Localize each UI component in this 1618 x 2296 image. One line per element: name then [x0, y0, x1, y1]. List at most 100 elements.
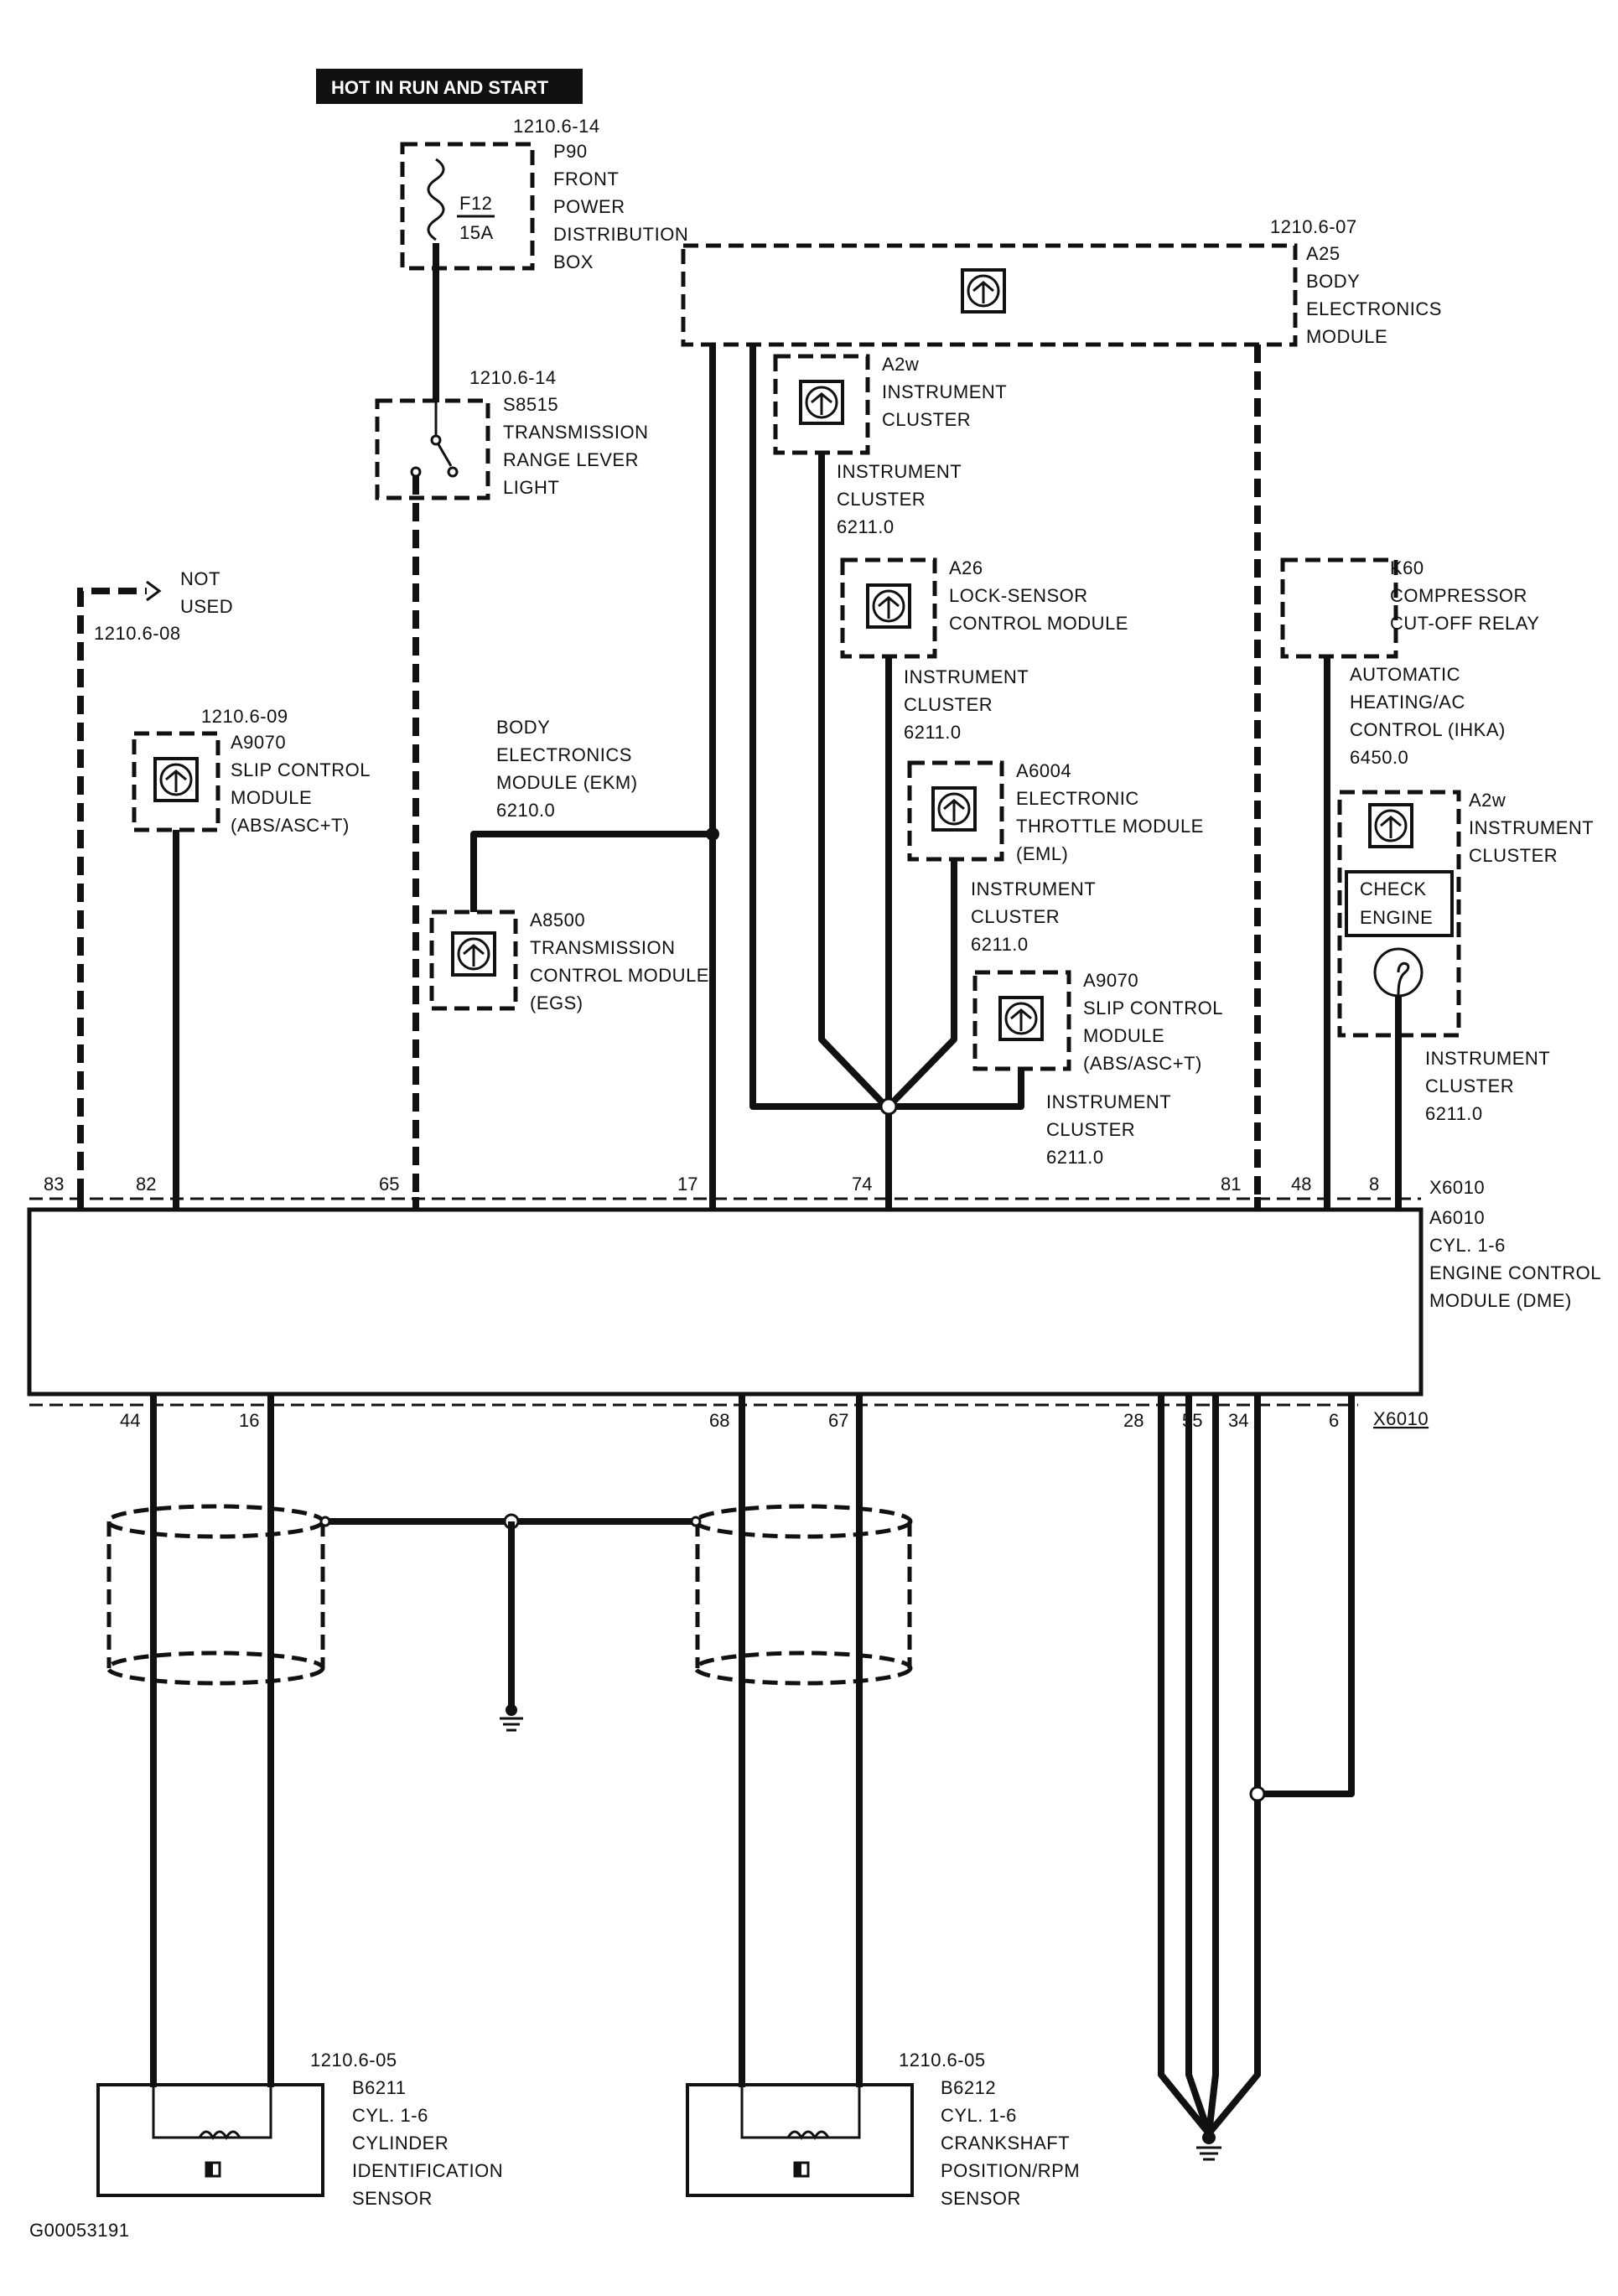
svg-text:SENSOR: SENSOR — [352, 2188, 433, 2209]
svg-text:A8500: A8500 — [530, 910, 585, 930]
svg-text:FRONT: FRONT — [553, 168, 619, 189]
svg-text:SLIP CONTROL: SLIP CONTROL — [1083, 998, 1223, 1018]
ekm-wire-label: BODY ELECTRONICS MODULE (EKM) 6210.0 — [496, 717, 638, 821]
svg-text:HOT IN RUN AND START: HOT IN RUN AND START — [331, 77, 549, 98]
svg-text:1210.6-14: 1210.6-14 — [513, 116, 600, 137]
shield-terminal — [690, 1516, 702, 1527]
svg-text:CRANKSHAFT: CRANKSHAFT — [941, 2133, 1070, 2153]
top-pin-label: 81 — [1221, 1174, 1241, 1195]
body-electronics-module: 1210.6-07 A25 BODY ELECTRONICS MODULE — [681, 216, 1441, 347]
svg-text:B6212: B6212 — [941, 2077, 996, 2098]
svg-text:THROTTLE MODULE: THROTTLE MODULE — [1016, 816, 1204, 837]
bottom-pin-label: 28 — [1123, 1410, 1143, 1431]
bottom-pin-label: 34 — [1228, 1410, 1248, 1431]
svg-text:1210.6-08: 1210.6-08 — [94, 623, 181, 644]
svg-text:BODY: BODY — [496, 717, 550, 738]
svg-text:INSTRUMENT: INSTRUMENT — [904, 666, 1029, 687]
svg-text:INSTRUMENT: INSTRUMENT — [882, 381, 1007, 402]
svg-text:BOX: BOX — [553, 251, 594, 272]
svg-text:CLUSTER: CLUSTER — [1469, 845, 1558, 866]
svg-text:CYL. 1-6: CYL. 1-6 — [352, 2105, 428, 2126]
svg-text:A2w: A2w — [882, 354, 919, 375]
svg-text:CONTROL MODULE: CONTROL MODULE — [530, 965, 709, 986]
svg-text:USED: USED — [180, 596, 233, 617]
top-pin-label: 8 — [1369, 1174, 1379, 1195]
svg-text:SENSOR: SENSOR — [941, 2188, 1021, 2209]
svg-text:6211.0: 6211.0 — [971, 934, 1029, 955]
ground-icon — [1196, 2131, 1221, 2161]
throttle-module: A6004 ELECTRONIC THROTTLE MODULE (EML) I… — [907, 760, 1204, 955]
top-pin-label: 83 — [44, 1174, 64, 1195]
bottom-pin-label: 16 — [239, 1410, 259, 1431]
svg-text:MODULE: MODULE — [1083, 1025, 1164, 1046]
top-pin-stubs — [77, 1197, 1402, 1210]
svg-text:INSTRUMENT: INSTRUMENT — [837, 461, 962, 482]
svg-text:F12: F12 — [459, 193, 492, 214]
cluster-center-wire — [818, 453, 889, 1109]
svg-text:6450.0: 6450.0 — [1350, 747, 1408, 768]
svg-text:6211.0: 6211.0 — [904, 722, 962, 743]
body-to-splice-wire — [749, 345, 886, 1110]
slip-control-module-right: A9070 SLIP CONTROL MODULE (ABS/ASC+T) IN… — [972, 970, 1223, 1168]
svg-text:CLUSTER: CLUSTER — [971, 906, 1060, 927]
ekm-branch-wire — [470, 831, 713, 912]
slip-right-wire — [889, 1069, 1024, 1110]
compressor-relay: K60 COMPRESSOR CUT-OFF RELAY AUTOMATIC H… — [1280, 557, 1539, 768]
svg-text:MODULE: MODULE — [231, 787, 312, 808]
svg-text:MODULE (DME): MODULE (DME) — [1429, 1290, 1572, 1311]
svg-text:INSTRUMENT: INSTRUMENT — [1469, 817, 1594, 838]
cylinder-sensor-wires — [150, 1394, 863, 2087]
svg-text:B6211: B6211 — [352, 2077, 406, 2098]
svg-text:COMPRESSOR: COMPRESSOR — [1390, 585, 1527, 606]
svg-text:CLUSTER: CLUSTER — [1425, 1075, 1514, 1096]
svg-text:1210.6-07: 1210.6-07 — [1270, 216, 1357, 237]
svg-text:CYLINDER: CYLINDER — [352, 2133, 449, 2153]
svg-text:RANGE LEVER: RANGE LEVER — [503, 449, 639, 470]
top-pin-label: 48 — [1291, 1174, 1311, 1195]
svg-text:A6004: A6004 — [1016, 760, 1071, 781]
bottom-pin-label: 6 — [1329, 1410, 1339, 1431]
svg-text:P90: P90 — [553, 141, 588, 162]
cylinder-identification-sensor: 1210.6-05 B6211 CYL. 1-6 CYLINDER IDENTI… — [96, 2050, 503, 2209]
svg-text:A9070: A9070 — [231, 732, 286, 753]
svg-text:S8515: S8515 — [503, 394, 558, 415]
figure-id: G00053191 — [29, 2220, 130, 2241]
power-banner: HOT IN RUN AND START — [316, 69, 583, 104]
top-pin-label: 17 — [677, 1174, 698, 1195]
not-used-lead: NOT USED 1210.6-08 — [77, 568, 233, 1197]
instrument-cluster-right: CHECK ENGINE A2w INSTRUMENT CLUSTER INST… — [1337, 790, 1594, 1124]
svg-text:CLUSTER: CLUSTER — [1046, 1119, 1135, 1140]
svg-text:CONTROL (IHKA): CONTROL (IHKA) — [1350, 719, 1506, 740]
svg-text:15A: 15A — [459, 222, 494, 243]
svg-text:MODULE (EKM): MODULE (EKM) — [496, 772, 638, 793]
slip-control-module-left: 1210.6-09 A9070 SLIP CONTROL MODULE (ABS… — [132, 706, 371, 836]
svg-text:TRANSMISSION: TRANSMISSION — [530, 937, 675, 958]
svg-text:POSITION/RPM: POSITION/RPM — [941, 2160, 1080, 2181]
crankshaft-position-sensor: 1210.6-05 B6212 CYL. 1-6 CRANKSHAFT POSI… — [686, 2050, 1080, 2209]
svg-text:1210.6-05: 1210.6-05 — [310, 2050, 397, 2071]
splice-74 — [879, 1097, 898, 1116]
range-lever-switch: 1210.6-14 S8515 TRANSMISSION RANGE LEVER… — [375, 367, 648, 500]
svg-text:(ABS/ASC+T): (ABS/ASC+T) — [231, 815, 350, 836]
svg-text:1210.6-05: 1210.6-05 — [899, 2050, 986, 2071]
ekm-splice — [706, 827, 719, 841]
svg-text:6211.0: 6211.0 — [1046, 1147, 1104, 1168]
svg-text:SLIP CONTROL: SLIP CONTROL — [231, 759, 371, 780]
ground-icon — [500, 1704, 523, 1732]
svg-text:HEATING/AC: HEATING/AC — [1350, 692, 1465, 713]
svg-text:A25: A25 — [1306, 243, 1341, 264]
svg-text:LIGHT: LIGHT — [503, 477, 559, 498]
top-pin-label: 82 — [136, 1174, 156, 1195]
bottom-pin-labels: 44 16 68 67 28 55 34 6 — [120, 1410, 1339, 1431]
svg-text:A6010: A6010 — [1429, 1207, 1485, 1228]
lock-sensor-module: A26 LOCK-SENSOR CONTROL MODULE INSTRUMEN… — [840, 557, 1128, 743]
svg-text:K60: K60 — [1390, 557, 1424, 578]
bottom-pin-label: 67 — [828, 1410, 848, 1431]
svg-text:1210.6-14: 1210.6-14 — [469, 367, 557, 388]
svg-text:DISTRIBUTION: DISTRIBUTION — [553, 224, 688, 245]
svg-text:6211.0: 6211.0 — [1425, 1103, 1483, 1124]
svg-text:6210.0: 6210.0 — [496, 800, 555, 821]
engine-control-module: X6010 A6010 CYL. 1-6 ENGINE CONTROL MODU… — [27, 1177, 1601, 1429]
svg-text:A2w: A2w — [1469, 790, 1506, 811]
svg-text:CYL. 1-6: CYL. 1-6 — [1429, 1235, 1506, 1256]
